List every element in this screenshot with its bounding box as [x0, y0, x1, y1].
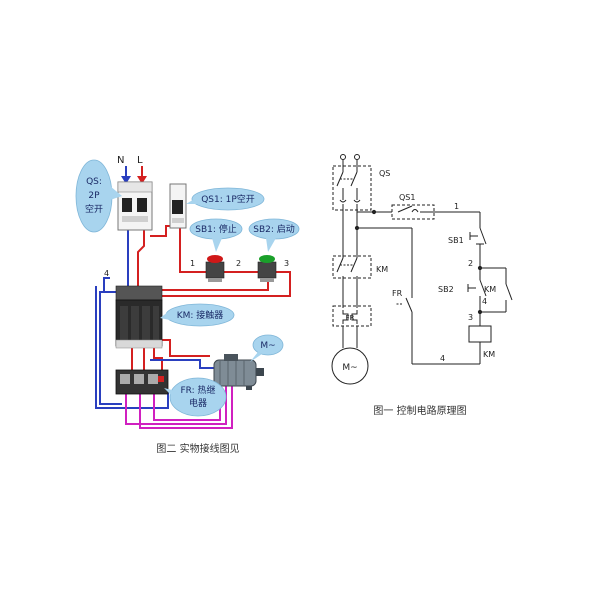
wire-l-to-contactor [137, 228, 145, 292]
incoming-n-arrow [121, 166, 131, 184]
callout-km: KM: 接触器 [160, 303, 235, 327]
wire-label-3: 3 [284, 259, 289, 268]
fr-thermal-relay [115, 369, 169, 395]
label-fr-element: FR [346, 314, 355, 322]
wire-3 [162, 271, 291, 297]
wire-4-left [99, 291, 122, 405]
callout-sb2-text: SB2: 启动 [253, 223, 295, 235]
callout-fr-line2: 电器 [189, 397, 207, 409]
fr-element-box [332, 305, 372, 327]
motor [213, 354, 264, 390]
callout-qs-line3: 空开 [85, 203, 103, 215]
wire-start-aux [160, 280, 269, 291]
control-schematic: QS QS1 1 SB1 2 SB2 [331, 154, 513, 417]
callout-sb2: SB2: 启动 [248, 218, 300, 252]
qs1-switch-box [391, 204, 435, 220]
terminal-n-label: N [117, 155, 124, 166]
callout-fr: FR: 热继 电器 [164, 377, 227, 417]
label-fr-contact: FR [392, 289, 403, 298]
wire-label-4: 4 [104, 269, 109, 278]
wire-fr-motor-blue [150, 359, 216, 369]
qs1-1p-breaker [169, 183, 187, 229]
wire-label-2: 2 [236, 259, 241, 268]
wire-contactor-motor [158, 339, 210, 357]
real-wiring-diagram: N L [75, 155, 300, 455]
wire-4-bottom [95, 286, 169, 409]
sb2-start-button [257, 255, 277, 282]
label-qs: QS [379, 169, 390, 178]
label-sb2: SB2 [438, 285, 454, 294]
callout-motor-text: M~ [260, 341, 275, 351]
qs-switch-box [332, 165, 372, 211]
callout-qs1: QS1: 1P空开 [186, 187, 265, 211]
callout-qs-line1: QS: [86, 177, 102, 187]
schematic-terminal-right [354, 154, 360, 160]
sb1-stop-button [205, 255, 225, 282]
left-figure-caption: 图二 实物接线图见 [156, 442, 239, 455]
callout-fr-line1: FR: 热继 [180, 384, 215, 396]
callout-qs1-text: QS1: 1P空开 [201, 193, 255, 205]
callout-km-text: KM: 接触器 [177, 309, 224, 321]
right-figure-caption: 图一 控制电路原理图 [373, 404, 466, 417]
callout-motor: M~ [250, 334, 284, 362]
motor-wire-v [139, 384, 233, 429]
wire-1 [179, 226, 208, 273]
wire-contactor-fr-3 [153, 344, 163, 372]
qs-2p-breaker [117, 181, 153, 231]
callout-sb1: SB1: 停止 [189, 218, 243, 252]
node-label-2: 2 [468, 259, 473, 268]
label-km-aux: KM [484, 285, 496, 294]
incoming-l-arrow [137, 166, 147, 184]
motor-wire-u [125, 384, 227, 425]
wire-label-1: 1 [190, 259, 195, 268]
label-motor: M~ [342, 363, 357, 373]
label-km-coil: KM [483, 350, 495, 359]
callout-qs: QS: 2P 空开 [75, 159, 122, 233]
schematic-motor [331, 347, 369, 385]
node-label-4-upper: 4 [482, 297, 487, 306]
km-contactor [115, 285, 163, 349]
node-label-3: 3 [468, 313, 473, 322]
callout-sb1-text: SB1: 停止 [195, 223, 237, 235]
label-km-main: KM [376, 265, 388, 274]
label-qs1: QS1 [399, 193, 415, 202]
terminal-l-label: L [137, 155, 143, 166]
wire-4-upper [103, 277, 118, 293]
node-label-4-lower: 4 [440, 354, 445, 363]
callout-qs-line2: 2P [88, 191, 100, 201]
km-coil [468, 325, 492, 343]
label-sb1: SB1 [448, 236, 464, 245]
schematic-terminal-left [340, 154, 346, 160]
node-label-1: 1 [454, 202, 459, 211]
